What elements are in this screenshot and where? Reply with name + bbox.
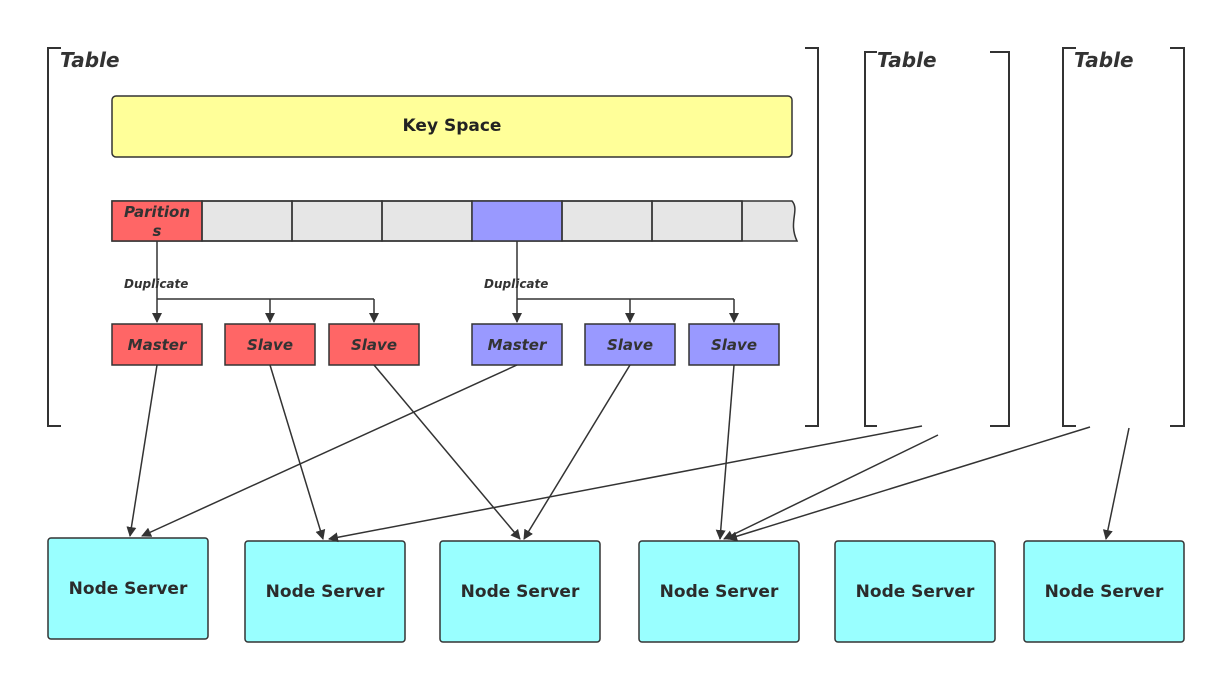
replica-box — [688, 323, 780, 366]
replica-slave-purple-1: Slave — [584, 323, 676, 366]
table-1: Table — [47, 47, 819, 427]
arrow-master-red-to-node-1 — [126, 364, 158, 537]
arrow-slave-purple-1-to-node-3 — [523, 364, 631, 540]
replica-box — [111, 323, 203, 366]
node-server-box — [244, 540, 406, 643]
node-server-label: Node Server — [856, 582, 975, 602]
replica-label: Master — [128, 336, 188, 354]
arrow-table-3-to-node-4 — [727, 426, 1091, 542]
node-server-label: Node Server — [461, 582, 580, 602]
replica-label: Slave — [247, 336, 293, 354]
replica-master-purple: Master — [471, 323, 563, 366]
key-space: Key Space — [111, 95, 793, 158]
key-space-label: Key Space — [403, 116, 502, 136]
key-space-box — [111, 95, 793, 158]
node-server-box — [439, 540, 601, 643]
replica-box — [224, 323, 316, 366]
replica-label: Slave — [351, 336, 397, 354]
duplicate-label-red: Duplicate — [124, 277, 188, 291]
table-3-right-bracket — [1170, 47, 1185, 427]
arrow-slave-red-2-to-node-3 — [373, 364, 521, 540]
placement-arrows — [126, 364, 1130, 543]
replica-box — [584, 323, 676, 366]
node-server-label: Node Server — [660, 582, 779, 602]
replica-slave-red-2: Slave — [328, 323, 420, 366]
table-2-left-bracket — [864, 51, 877, 427]
arrow-table-2-to-node-2 — [328, 425, 923, 543]
node-server-box — [47, 537, 209, 640]
replica-label: Slave — [711, 336, 757, 354]
table-3-left-bracket — [1062, 47, 1076, 427]
arrow-table-2-to-node-4 — [723, 434, 939, 540]
table-1-label: Table — [60, 48, 120, 72]
node-server-box — [638, 540, 800, 643]
duplicate-purple-connectors: Duplicate — [484, 241, 739, 323]
arrow-master-purple-to-node-1 — [141, 364, 518, 537]
table-1-left-bracket — [47, 47, 61, 427]
node-server-label: Node Server — [69, 579, 188, 599]
node-server-6: Node Server — [1023, 540, 1185, 643]
table-1-right-bracket — [805, 47, 819, 427]
node-server-2: Node Server — [244, 540, 406, 643]
duplicate-red-connectors: Duplicate — [124, 241, 379, 323]
node-server-3: Node Server — [439, 540, 601, 643]
node-server-1: Node Server — [47, 537, 209, 640]
replica-master-red: Master — [111, 323, 203, 366]
node-server-box — [1023, 540, 1185, 643]
node-server-label: Node Server — [1045, 582, 1164, 602]
table-3: Table — [1062, 47, 1185, 427]
replica-box — [471, 323, 563, 366]
partition-strip-outline — [111, 200, 799, 242]
replica-label: Master — [488, 336, 548, 354]
arrow-slave-red-1-to-node-2 — [269, 364, 326, 540]
duplicate-label-purple: Duplicate — [484, 277, 548, 291]
table-2: Table — [864, 48, 1010, 427]
node-server-4: Node Server — [638, 540, 800, 643]
partition-purple — [471, 200, 563, 242]
replica-label: Slave — [607, 336, 653, 354]
partitions-label-line-1: Parition — [124, 203, 190, 221]
table-3-label: Table — [1074, 48, 1134, 72]
replica-slave-red-1: Slave — [224, 323, 316, 366]
partition-strip: Parition s — [111, 200, 799, 242]
partitions-label-line-2: s — [153, 222, 162, 240]
partition-red — [111, 200, 203, 242]
arrow-slave-purple-2-to-node-4 — [715, 364, 735, 540]
node-server-label: Node Server — [266, 582, 385, 602]
arrow-table-3-to-node-6 — [1102, 427, 1130, 540]
node-server-5: Node Server — [834, 540, 996, 643]
replica-box — [328, 323, 420, 366]
node-server-box — [834, 540, 996, 643]
replica-slave-purple-2: Slave — [688, 323, 780, 366]
table-2-right-bracket — [990, 51, 1010, 427]
table-2-label: Table — [877, 48, 937, 72]
